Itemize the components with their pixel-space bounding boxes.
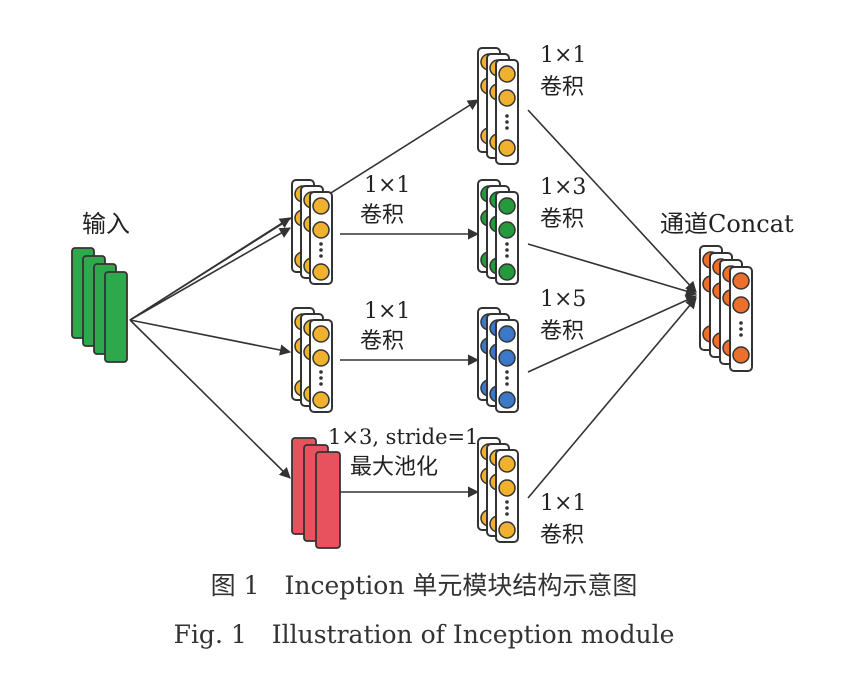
ellipsis-dot bbox=[739, 321, 743, 325]
pool-conv-size-label: 1×1 bbox=[540, 491, 586, 516]
edge-b1-to-concat bbox=[527, 243, 698, 297]
b1-conv-name-label: 卷积 bbox=[540, 207, 584, 232]
b1-pre-name-label: 卷积 bbox=[360, 203, 404, 228]
neuron-node bbox=[498, 65, 516, 83]
neuron-node bbox=[498, 221, 516, 239]
concat-label: 通道Concat bbox=[660, 210, 794, 238]
neuron-node bbox=[312, 263, 330, 281]
pool-conv-name-label: 卷积 bbox=[540, 523, 584, 548]
ellipsis-dot bbox=[739, 327, 743, 331]
ellipsis-dot bbox=[505, 376, 509, 380]
ellipsis-dot bbox=[319, 376, 323, 380]
ellipsis-dot bbox=[505, 500, 509, 504]
branch1-1x3-conv-stack bbox=[477, 179, 519, 285]
layer-card bbox=[495, 59, 519, 165]
ellipsis-dot bbox=[739, 333, 743, 337]
neuron-node bbox=[312, 221, 330, 239]
ellipsis-dot bbox=[505, 248, 509, 252]
b2-conv-size-label: 1×5 bbox=[540, 287, 586, 312]
ellipsis-dot bbox=[505, 512, 509, 516]
branch2-1x5-conv-stack bbox=[477, 307, 519, 413]
input-feature-maps bbox=[71, 247, 128, 363]
neuron-node bbox=[498, 139, 516, 157]
neuron-node bbox=[498, 89, 516, 107]
pool-1x1-conv-stack bbox=[477, 437, 519, 543]
ellipsis-dot bbox=[505, 126, 509, 130]
ellipsis-dot bbox=[505, 382, 509, 386]
neuron-node bbox=[732, 296, 750, 314]
edge-input-to-branch1b bbox=[129, 227, 291, 321]
b1-pre-size-label: 1×1 bbox=[364, 173, 410, 198]
ellipsis-dot bbox=[505, 242, 509, 246]
b2-pre-name-label: 卷积 bbox=[360, 329, 404, 354]
pool-name-label: 最大池化 bbox=[350, 455, 438, 480]
edge-input-to-branch2 bbox=[129, 319, 292, 356]
ellipsis-dot bbox=[319, 242, 323, 246]
ellipsis-dot bbox=[505, 254, 509, 258]
edge-input-to-pool bbox=[129, 319, 291, 479]
ellipsis-dot bbox=[319, 382, 323, 386]
neuron-node bbox=[732, 346, 750, 364]
ellipsis-dot bbox=[505, 120, 509, 124]
input-label: 输入 bbox=[82, 210, 130, 238]
neuron-node bbox=[732, 272, 750, 290]
concat-card bbox=[729, 266, 753, 372]
neuron-node bbox=[498, 197, 516, 215]
maxpool-block bbox=[291, 437, 341, 549]
neuron-node bbox=[312, 325, 330, 343]
neuron-node bbox=[312, 197, 330, 215]
edge-input-to-branch1 bbox=[129, 217, 291, 321]
b2-conv-name-label: 卷积 bbox=[540, 319, 584, 344]
edge-top-to-concat bbox=[527, 109, 697, 293]
feature-map-slab bbox=[104, 271, 128, 363]
pool-size-label: 1×3, stride=1 bbox=[328, 425, 478, 449]
caption-english: Fig. 1 Illustration of Inception module bbox=[174, 620, 675, 649]
neuron-node bbox=[498, 455, 516, 473]
neuron-node bbox=[498, 325, 516, 343]
top-1x1-conv-stack bbox=[477, 47, 519, 165]
b1-conv-size-label: 1×3 bbox=[540, 175, 586, 200]
connections bbox=[129, 99, 698, 499]
neuron-node bbox=[498, 479, 516, 497]
ellipsis-dot bbox=[319, 248, 323, 252]
feature-map-slab bbox=[315, 451, 341, 549]
neuron-node bbox=[498, 349, 516, 367]
branch1-1x1-conv-stack bbox=[291, 179, 333, 285]
top-conv-name-label: 卷积 bbox=[540, 75, 584, 100]
ellipsis-dot bbox=[505, 370, 509, 374]
neuron-node bbox=[498, 521, 516, 539]
ellipsis-dot bbox=[319, 370, 323, 374]
edge-b2-to-concat bbox=[527, 295, 698, 373]
neuron-node bbox=[498, 263, 516, 281]
concat-stack bbox=[699, 245, 753, 372]
neuron-node bbox=[312, 349, 330, 367]
ellipsis-dot bbox=[505, 506, 509, 510]
top-conv-size-label: 1×1 bbox=[540, 43, 586, 68]
ellipsis-dot bbox=[319, 254, 323, 258]
b2-pre-size-label: 1×1 bbox=[364, 299, 410, 324]
neuron-node bbox=[498, 391, 516, 409]
neuron-node bbox=[312, 391, 330, 409]
ellipsis-dot bbox=[505, 114, 509, 118]
edge-pool-to-concat bbox=[527, 297, 697, 499]
caption-chinese: 图 1 Inception 单元模块结构示意图 bbox=[211, 571, 638, 600]
branch2-1x1-conv-stack bbox=[291, 307, 333, 413]
